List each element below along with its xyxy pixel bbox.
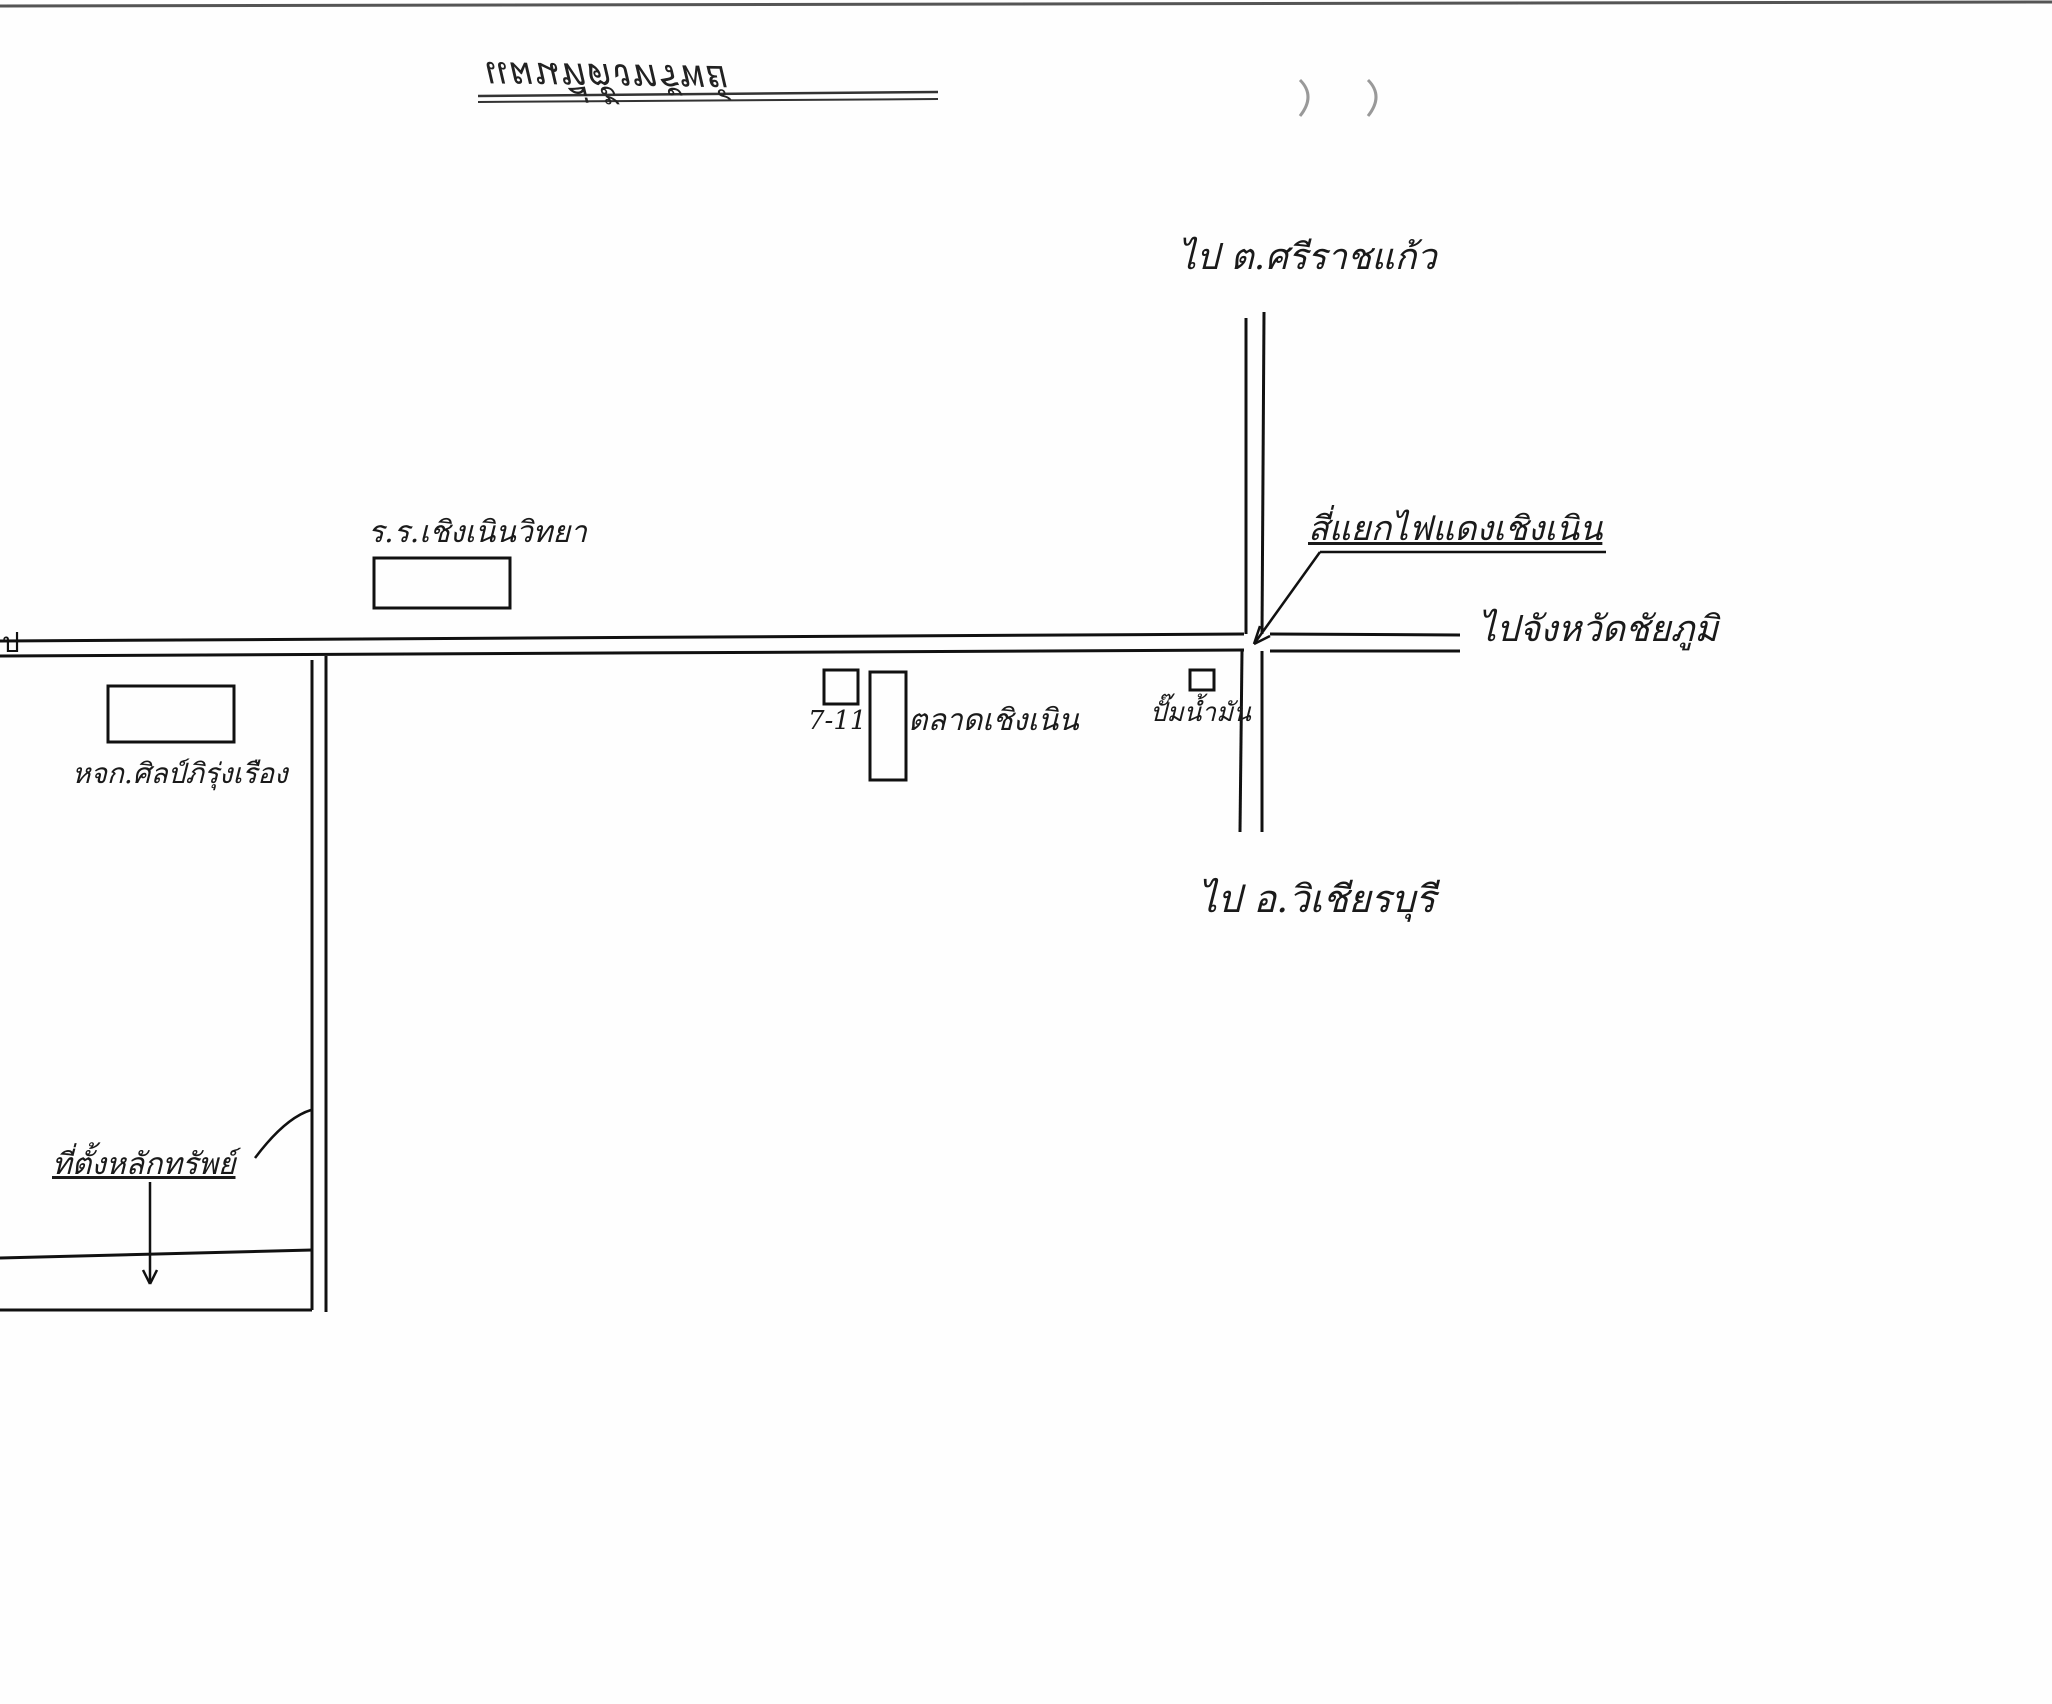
gas-station-building — [1188, 668, 1216, 692]
traffic-signal-arrowhead — [1252, 625, 1271, 646]
gas-station-label: ปั๊มน้ำมัน — [1150, 698, 1251, 728]
south-road-left-edge — [1238, 650, 1244, 833]
school-building — [372, 556, 512, 610]
east-road-label: ไปจังหวัดชัยภูมิ — [1478, 609, 1718, 650]
department-store-building — [106, 684, 236, 744]
seven-eleven-label: 7-11 — [808, 706, 867, 736]
north-road-label: ไป ต.ศรีราชแก้ว — [1178, 237, 1437, 278]
property-site-leader — [254, 1108, 312, 1159]
department-store-label: หจก.ศิลป์ภิรุ่งเรือง — [72, 757, 288, 790]
cut-off-mark: ป — [2, 626, 20, 659]
lane-upper-edge — [0, 1248, 313, 1260]
property-site-arrowhead — [141, 1269, 159, 1285]
scan-mark — [1298, 78, 1310, 117]
east-road-upper-edge — [1269, 632, 1461, 637]
traffic-signal-label: สี่แยกไฟแดงเชิงเนิน — [1308, 509, 1603, 549]
south-road-label: ไป อ.วิเชียรบุรี — [1198, 877, 1436, 921]
property-site-label: ที่ตั้งหลักทรัพย์ — [52, 1147, 236, 1182]
main-road-upper-edge — [0, 632, 1245, 643]
title-underline — [477, 90, 939, 98]
traffic-signal-arrow — [1252, 551, 1322, 645]
seven-eleven-building — [822, 668, 860, 706]
main-road-lower-edge — [0, 648, 1245, 658]
map-title: แผนที่ตั้งทรัพย์ — [481, 52, 727, 102]
north-road-right-edge — [1260, 311, 1266, 635]
scan-top-edge — [0, 0, 2052, 8]
market-building — [868, 670, 908, 782]
market-label: ตลาดเชิงเนิน — [908, 703, 1079, 738]
school-label: ร.ร.เชิงเนินวิทยา — [368, 515, 587, 550]
